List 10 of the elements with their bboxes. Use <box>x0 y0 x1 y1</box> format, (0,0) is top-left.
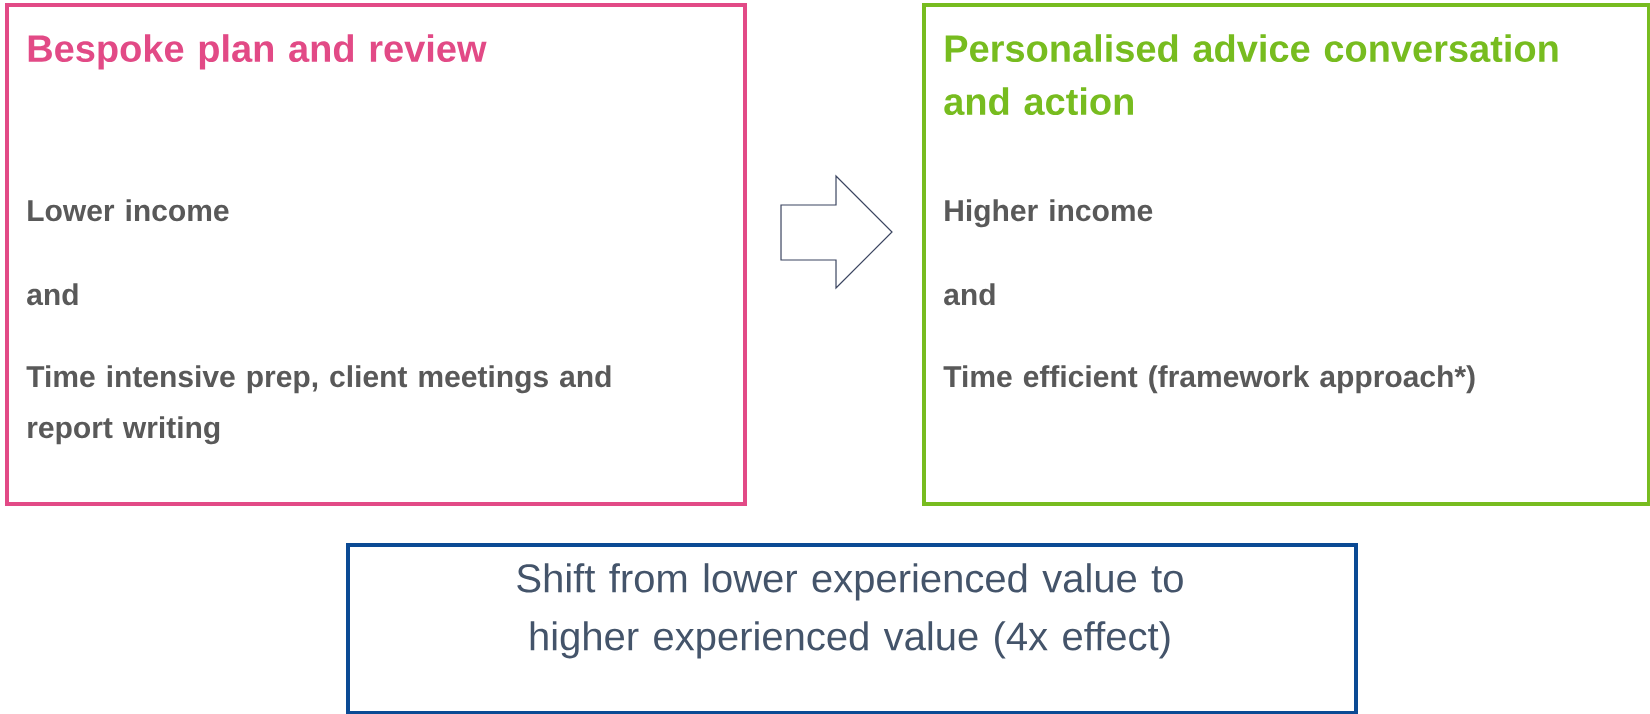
block-arrow <box>780 174 893 290</box>
panel-text: and <box>944 283 995 306</box>
panel-text: Lower income <box>28 199 229 222</box>
panel-heading: Personalised advice conversation and action <box>944 34 1558 116</box>
panel-text: Time intensive prep, client meetings and report writing <box>26 365 611 445</box>
panel-heading: Bespoke plan and review <box>28 34 487 70</box>
panel-text: Time efficient (framework approach*) <box>943 365 1475 394</box>
banner-text: Shift from lower experienced value to higher experienced value (4x effect) <box>517 563 1183 659</box>
panel-text: and <box>27 283 78 306</box>
panel-text: Higher income <box>945 199 1153 228</box>
